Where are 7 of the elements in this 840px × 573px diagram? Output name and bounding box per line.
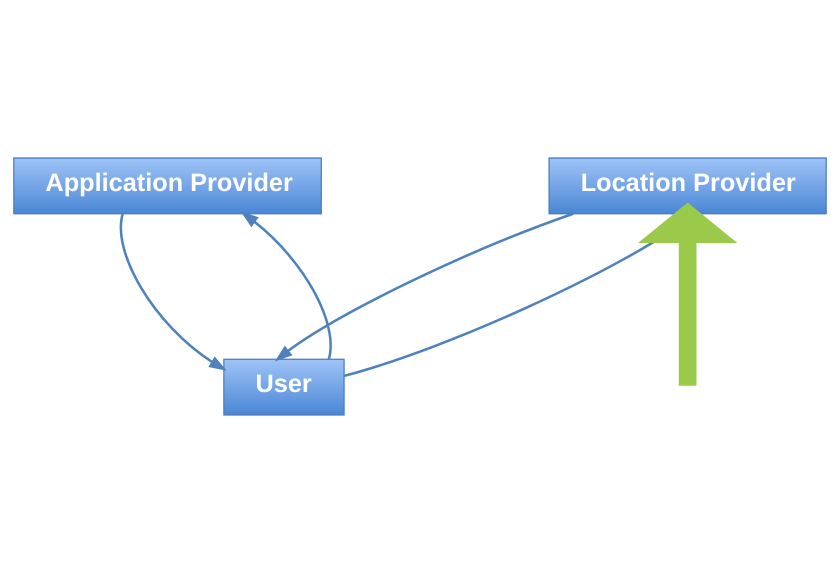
arrow bbox=[240, 212, 332, 360]
arrow bbox=[638, 202, 738, 386]
node-box: Application Provider bbox=[13, 157, 322, 214]
node-box: User bbox=[223, 358, 345, 416]
node-box: Location Provider bbox=[548, 157, 827, 214]
arrow bbox=[120, 214, 227, 371]
arrow bbox=[274, 212, 574, 362]
